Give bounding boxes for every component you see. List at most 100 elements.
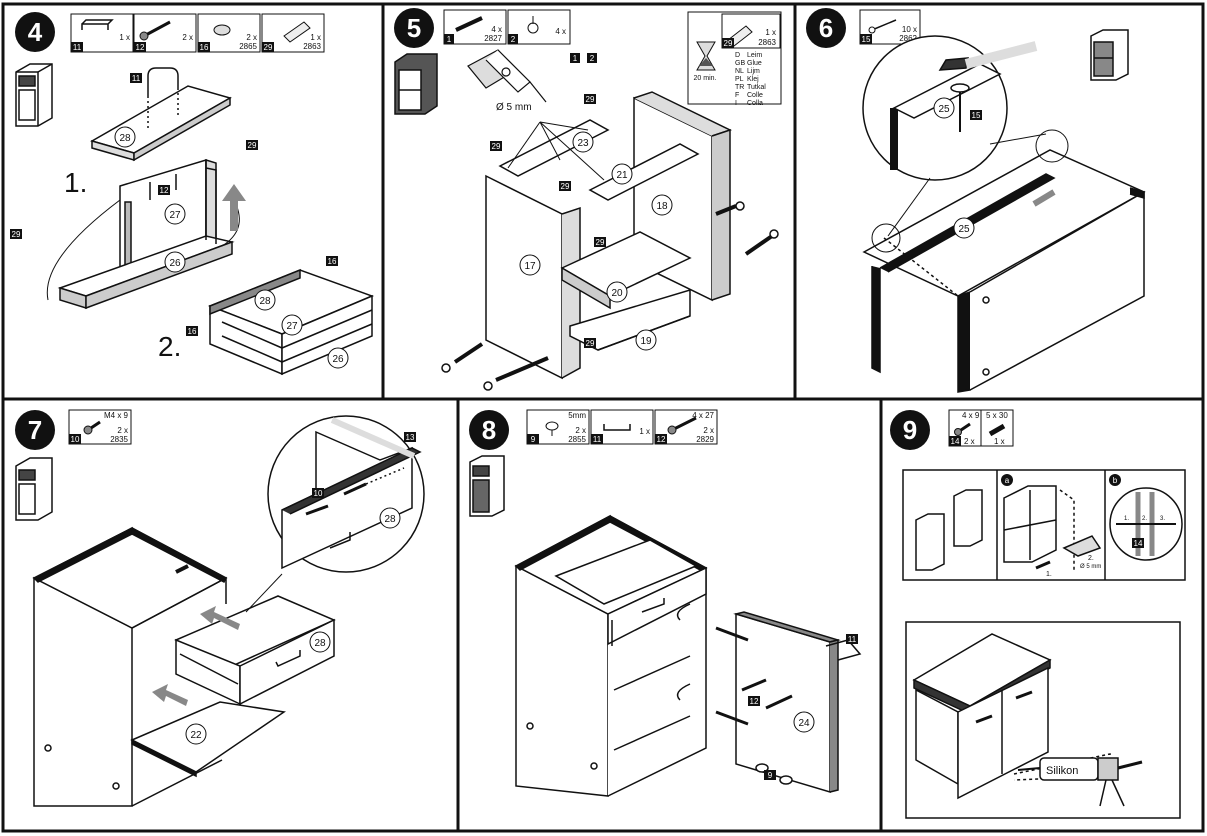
drill-size: Ø 5 mm	[1080, 564, 1101, 570]
drawer-insert	[174, 595, 336, 706]
part-id: 15	[862, 35, 871, 44]
sub-step-label: 1.	[64, 167, 87, 198]
part-id: 1	[447, 35, 452, 44]
part-id: 12	[136, 43, 145, 52]
pin-label: 29	[248, 141, 257, 150]
part-qty: 1 x	[310, 33, 321, 42]
cabinet-thumbnail	[469, 455, 505, 517]
pin-label: 16	[328, 257, 337, 266]
pin-label: 29	[596, 238, 605, 247]
part-id: 11	[73, 43, 82, 52]
screw-icon	[954, 422, 971, 436]
push-arrow	[200, 606, 240, 630]
step-number: 7	[28, 415, 42, 445]
step-number-badge	[890, 410, 930, 450]
language-word: Tutkal	[747, 84, 766, 91]
cabinet-front-view	[514, 514, 708, 797]
screw-icon	[139, 20, 171, 41]
part-qty: 4 x	[555, 27, 566, 36]
part-code: 2835	[110, 435, 128, 444]
callout-markers: 24	[793, 711, 815, 733]
language-code: TR	[735, 84, 744, 91]
sub-step-label: 2.	[1088, 555, 1094, 562]
part-pins: 11 12 29 29 16 16	[10, 73, 338, 336]
callout-number: 27	[286, 321, 298, 332]
step-number: 6	[819, 13, 833, 43]
part-qty: 1 x	[639, 427, 650, 436]
cabinet-front-view	[32, 526, 286, 807]
language-word: Lijm	[747, 68, 760, 75]
language-word: Colla	[747, 100, 763, 107]
drawer-exploded-view	[46, 67, 246, 310]
part-size: 5mm	[568, 411, 586, 420]
part-id: 9	[531, 435, 536, 444]
part-code: 2827	[484, 34, 502, 43]
step-4-panel: 4 11 12 16 29 1 x 2 x 2 x 2865 1 x 2863	[10, 12, 375, 376]
nail-icon	[868, 19, 897, 34]
callout-markers: 28 27 26 28 27 26	[114, 126, 349, 369]
part-qty: 1 x	[119, 33, 130, 42]
callout-number: 25	[938, 104, 950, 115]
part-pins: 14	[1132, 538, 1144, 548]
step-number: 4	[28, 17, 43, 47]
pin-label: 9	[768, 771, 773, 780]
language-word: Colle	[747, 92, 763, 99]
final-cabinet-view	[905, 621, 1181, 819]
part-qty: 4 x	[491, 25, 502, 34]
cabinet-thumbnail	[15, 63, 53, 127]
parts-table: 1 2 4 x 2827 4 x	[443, 9, 571, 45]
language-word: Glue	[747, 60, 762, 67]
callout-markers: 25 25	[933, 97, 975, 239]
callout-number: 19	[640, 336, 652, 347]
parts-table: 15 10 x 2862	[859, 9, 921, 45]
part-size: 4 x 9	[962, 411, 980, 420]
step-5-panel: 5 1 2 4 x 2827 4 x 1 2 29 1 x 2863 20 mi…	[394, 8, 782, 391]
part-qty: 2 x	[117, 426, 128, 435]
callout-number: 21	[616, 170, 628, 181]
part-id: 2	[511, 35, 516, 44]
part-id: 10	[71, 435, 80, 444]
pin-label: 13	[406, 433, 415, 442]
language-code: I	[735, 100, 737, 107]
knob-icon	[545, 421, 559, 436]
push-arrow	[152, 684, 188, 706]
dowel-icon	[455, 16, 483, 32]
part-size: 4 x 27	[692, 411, 714, 420]
pin-label: 29	[586, 339, 595, 348]
callout-number: 28	[384, 514, 396, 525]
step-9-panel: 9 14 4 x 9 2 x 5 x 30 1 x	[890, 409, 1186, 819]
part-pins: 11 12 9	[748, 634, 858, 780]
part-code: 2829	[696, 435, 714, 444]
pin-label: 29	[561, 182, 570, 191]
cabinet-carcass	[441, 91, 779, 391]
subpanel-label: a	[1005, 476, 1010, 485]
step-8-panel: 8 9 11 12 5mm 2 x 2855 1 x 4 x 27 2 x 28…	[469, 409, 862, 797]
callout-number: 23	[577, 138, 589, 149]
parts-table: 9 11 12 5mm 2 x 2855 1 x 4 x 27 2 x 2829	[526, 409, 718, 445]
parts-table: 11 12 16 29 1 x 2 x 2 x 2865 1 x 2863	[70, 13, 325, 53]
part-qty: 2 x	[575, 426, 586, 435]
callout-number: 27	[169, 210, 181, 221]
step-6-panel: 6 15 10 x 2862	[806, 8, 1146, 393]
language-code: NL	[735, 68, 744, 75]
cabinet-thumbnail	[394, 53, 438, 115]
part-qty: 1 x	[994, 437, 1005, 446]
pin-label: 12	[750, 697, 759, 706]
part-id: 16	[200, 43, 209, 52]
sub-step-label: 2.	[158, 331, 181, 362]
step-number-badge	[806, 8, 846, 48]
parts-table: 10 M4 x 9 2 x 2835	[68, 409, 132, 445]
step-number-badge	[15, 410, 55, 450]
pin-label: 2	[590, 54, 595, 63]
callout-number: 22	[190, 730, 202, 741]
callout-number: 28	[119, 133, 131, 144]
callout-number: 18	[656, 201, 668, 212]
screw-icon	[83, 420, 101, 435]
part-id: 29	[724, 39, 733, 48]
pin-label: 16	[188, 327, 197, 336]
part-code: 2862	[899, 34, 917, 43]
